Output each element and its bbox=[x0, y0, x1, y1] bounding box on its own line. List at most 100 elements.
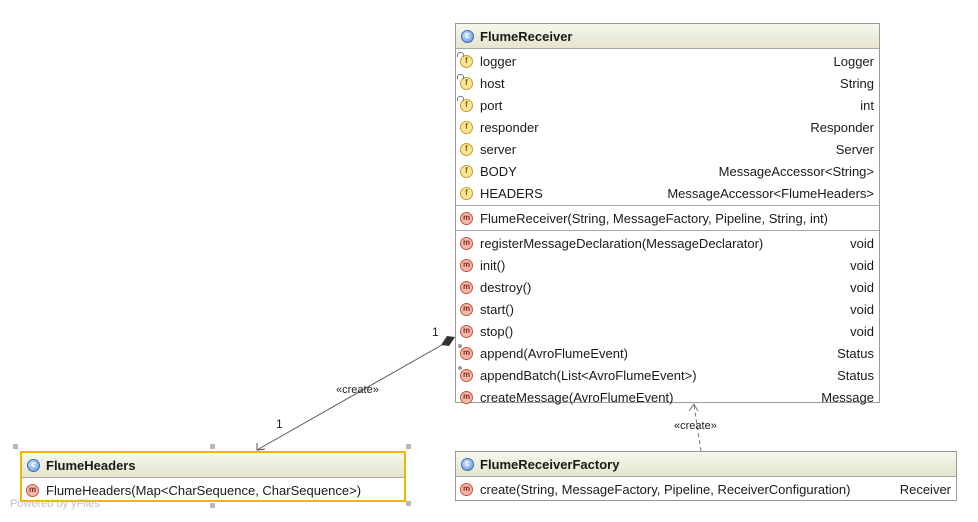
composition-target-multiplicity: 1 bbox=[276, 417, 283, 431]
class-c-icon: c bbox=[461, 457, 474, 471]
selection-handle[interactable] bbox=[210, 503, 215, 508]
methods-section: m registerMessageDeclaration(MessageDecla… bbox=[456, 231, 879, 409]
member-name: FlumeHeaders(Map<CharSequence, CharSeque… bbox=[46, 482, 362, 498]
member-type: MessageAccessor<String> bbox=[718, 163, 874, 179]
method-icon: m bbox=[460, 258, 473, 272]
member-type: void bbox=[850, 257, 874, 273]
method-icon: m bbox=[460, 324, 473, 338]
member-name: appendBatch(List<AvroFlumeEvent>) bbox=[480, 367, 697, 383]
selection-handle[interactable] bbox=[210, 444, 215, 449]
class-c-icon: c bbox=[461, 29, 474, 43]
member-row[interactable]: f BODY MessageAccessor<String> bbox=[456, 160, 879, 182]
member-row[interactable]: f responder Responder bbox=[456, 116, 879, 138]
member-row[interactable]: m appendBatch(List<AvroFlumeEvent>) Status bbox=[456, 364, 879, 386]
member-name: append(AvroFlumeEvent) bbox=[480, 345, 628, 361]
composition-source-multiplicity: 1 bbox=[432, 325, 439, 339]
member-name: init() bbox=[480, 257, 506, 273]
member-name: server bbox=[480, 141, 517, 157]
method-icon: m bbox=[460, 236, 473, 250]
member-name: port bbox=[480, 97, 503, 113]
dependency-stereotype-label: «create» bbox=[674, 420, 717, 432]
field-icon: f bbox=[460, 142, 473, 156]
field-icon: f bbox=[460, 164, 473, 178]
composition-edge[interactable] bbox=[256, 341, 448, 451]
composition-diamond bbox=[441, 336, 455, 346]
member-name: HEADERS bbox=[480, 185, 543, 201]
member-row[interactable]: m create(String, MessageFactory, Pipeline… bbox=[456, 478, 956, 500]
class-flume-headers[interactable]: c FlumeHeaders m FlumeHeaders(Map<CharSeq… bbox=[20, 451, 406, 502]
method-icon: m bbox=[460, 280, 473, 294]
member-type: String bbox=[840, 75, 874, 91]
class-header: c FlumeHeaders bbox=[22, 453, 404, 478]
member-name: host bbox=[480, 75, 505, 91]
member-type: Receiver bbox=[899, 481, 951, 497]
override-method-icon: m bbox=[458, 343, 473, 360]
member-type: Responder bbox=[810, 119, 874, 135]
member-type: MessageAccessor<FlumeHeaders> bbox=[667, 185, 874, 201]
field-icon: f bbox=[460, 186, 473, 200]
method-icon: m bbox=[460, 482, 473, 496]
member-row[interactable]: m createMessage(AvroFlumeEvent) Message bbox=[456, 386, 879, 408]
member-row[interactable]: m FlumeReceiver(String, MessageFactory, P… bbox=[456, 207, 879, 229]
member-name: create(String, MessageFactory, Pipeline,… bbox=[480, 481, 851, 497]
member-name: FlumeReceiver(String, MessageFactory, Pi… bbox=[480, 210, 828, 226]
class-header: c FlumeReceiverFactory bbox=[456, 452, 956, 477]
class-title: FlumeHeaders bbox=[46, 457, 136, 473]
class-header: c FlumeReceiver bbox=[456, 24, 879, 49]
methods-section: m FlumeHeaders(Map<CharSequence, CharSequ… bbox=[22, 478, 404, 502]
member-type: Status bbox=[837, 367, 874, 383]
member-name: start() bbox=[480, 301, 514, 317]
member-name: destroy() bbox=[480, 279, 532, 295]
member-row[interactable]: m append(AvroFlumeEvent) Status bbox=[456, 342, 879, 364]
member-name: stop() bbox=[480, 323, 514, 339]
member-row[interactable]: m destroy() void bbox=[456, 276, 879, 298]
member-row[interactable]: m registerMessageDeclaration(MessageDecla… bbox=[456, 232, 879, 254]
method-icon: m bbox=[460, 211, 473, 225]
selection-handle[interactable] bbox=[13, 444, 18, 449]
member-type: void bbox=[850, 301, 874, 317]
composition-stereotype-label: «create» bbox=[336, 384, 379, 396]
member-row[interactable]: f HEADERS MessageAccessor<FlumeHeaders> bbox=[456, 182, 879, 204]
final-field-icon: f bbox=[457, 95, 473, 112]
member-type: Logger bbox=[833, 53, 874, 69]
member-type: void bbox=[850, 279, 874, 295]
member-name: registerMessageDeclaration(MessageDeclar… bbox=[480, 235, 764, 251]
member-name: BODY bbox=[480, 163, 517, 179]
member-type: Server bbox=[835, 141, 874, 157]
constructors-section: m FlumeReceiver(String, MessageFactory, P… bbox=[456, 206, 879, 231]
final-field-icon: f bbox=[457, 73, 473, 90]
class-title: FlumeReceiver bbox=[480, 28, 573, 44]
member-type: void bbox=[850, 323, 874, 339]
method-icon: m bbox=[26, 483, 39, 497]
member-row[interactable]: m FlumeHeaders(Map<CharSequence, CharSequ… bbox=[22, 479, 404, 501]
class-c-icon: c bbox=[27, 458, 40, 472]
methods-section: m create(String, MessageFactory, Pipeline… bbox=[456, 477, 956, 501]
field-icon: f bbox=[460, 120, 473, 134]
override-method-icon: m bbox=[458, 365, 473, 382]
method-icon: m bbox=[460, 390, 473, 404]
member-row[interactable]: m start() void bbox=[456, 298, 879, 320]
class-title: FlumeReceiverFactory bbox=[480, 456, 620, 472]
member-type: void bbox=[850, 235, 874, 251]
class-flume-receiver-factory[interactable]: c FlumeReceiverFactory m create(String, M… bbox=[455, 451, 957, 501]
static-final-field-icon: f bbox=[457, 51, 473, 68]
composition-arrowhead bbox=[256, 443, 266, 451]
watermark: Powered by yFiles bbox=[10, 498, 100, 510]
selection-handle[interactable] bbox=[406, 444, 411, 449]
method-icon: m bbox=[460, 302, 473, 316]
selection-handle[interactable] bbox=[406, 501, 411, 506]
member-name: createMessage(AvroFlumeEvent) bbox=[480, 389, 674, 405]
member-row[interactable]: m stop() void bbox=[456, 320, 879, 342]
member-type: Message bbox=[821, 389, 874, 405]
member-name: responder bbox=[480, 119, 539, 135]
member-type: int bbox=[860, 97, 874, 113]
member-name: logger bbox=[480, 53, 517, 69]
member-type: Status bbox=[837, 345, 874, 361]
member-row[interactable]: m init() void bbox=[456, 254, 879, 276]
